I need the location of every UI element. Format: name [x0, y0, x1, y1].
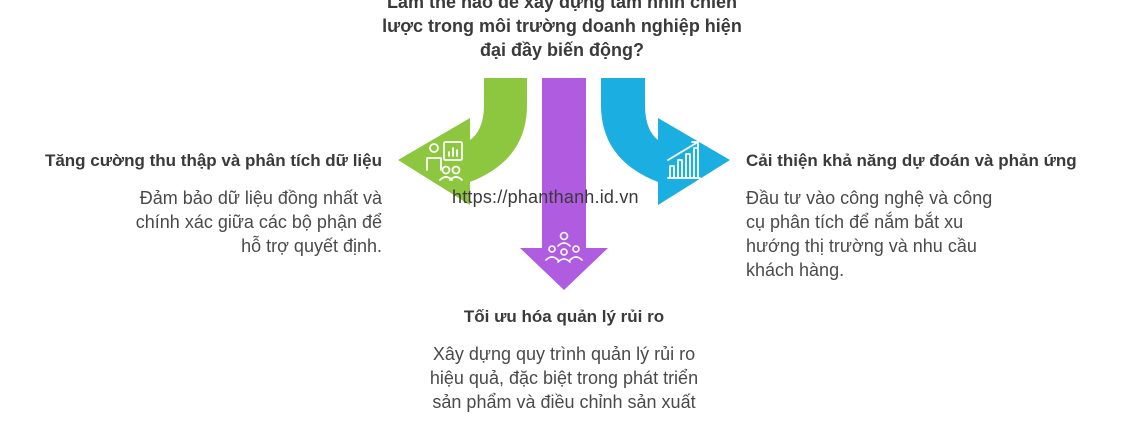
right-arrow: [601, 78, 730, 205]
right-branch-title: Cải thiện khả năng dự đoán và phản ứng: [746, 151, 1077, 170]
data-analysis-person-icon: [426, 141, 463, 181]
watermark-text: https://phanthanh.id.vn: [452, 187, 639, 207]
left-branch-title: Tăng cường thu thập và phân tích dữ liệu: [44, 151, 382, 170]
right-branch-description: Đầu tư vào công nghệ và công cụ phân tíc…: [746, 188, 993, 280]
bottom-branch-description: Xây dựng quy trình quản lý rủi ro hiệu q…: [429, 344, 699, 412]
growth-chart-icon: [667, 141, 701, 179]
bottom-branch-title: Tối ưu hóa quản lý rủi ro: [463, 307, 665, 326]
team-collaboration-icon: [545, 231, 583, 263]
central-question: Làm thế nào để xây dựng tầm nhìn chiến l…: [382, 0, 742, 60]
bottom-arrow: [520, 78, 608, 290]
left-branch-description: Đảm bảo dữ liệu đồng nhất và chính xác g…: [135, 188, 382, 256]
left-arrow: [398, 78, 527, 205]
